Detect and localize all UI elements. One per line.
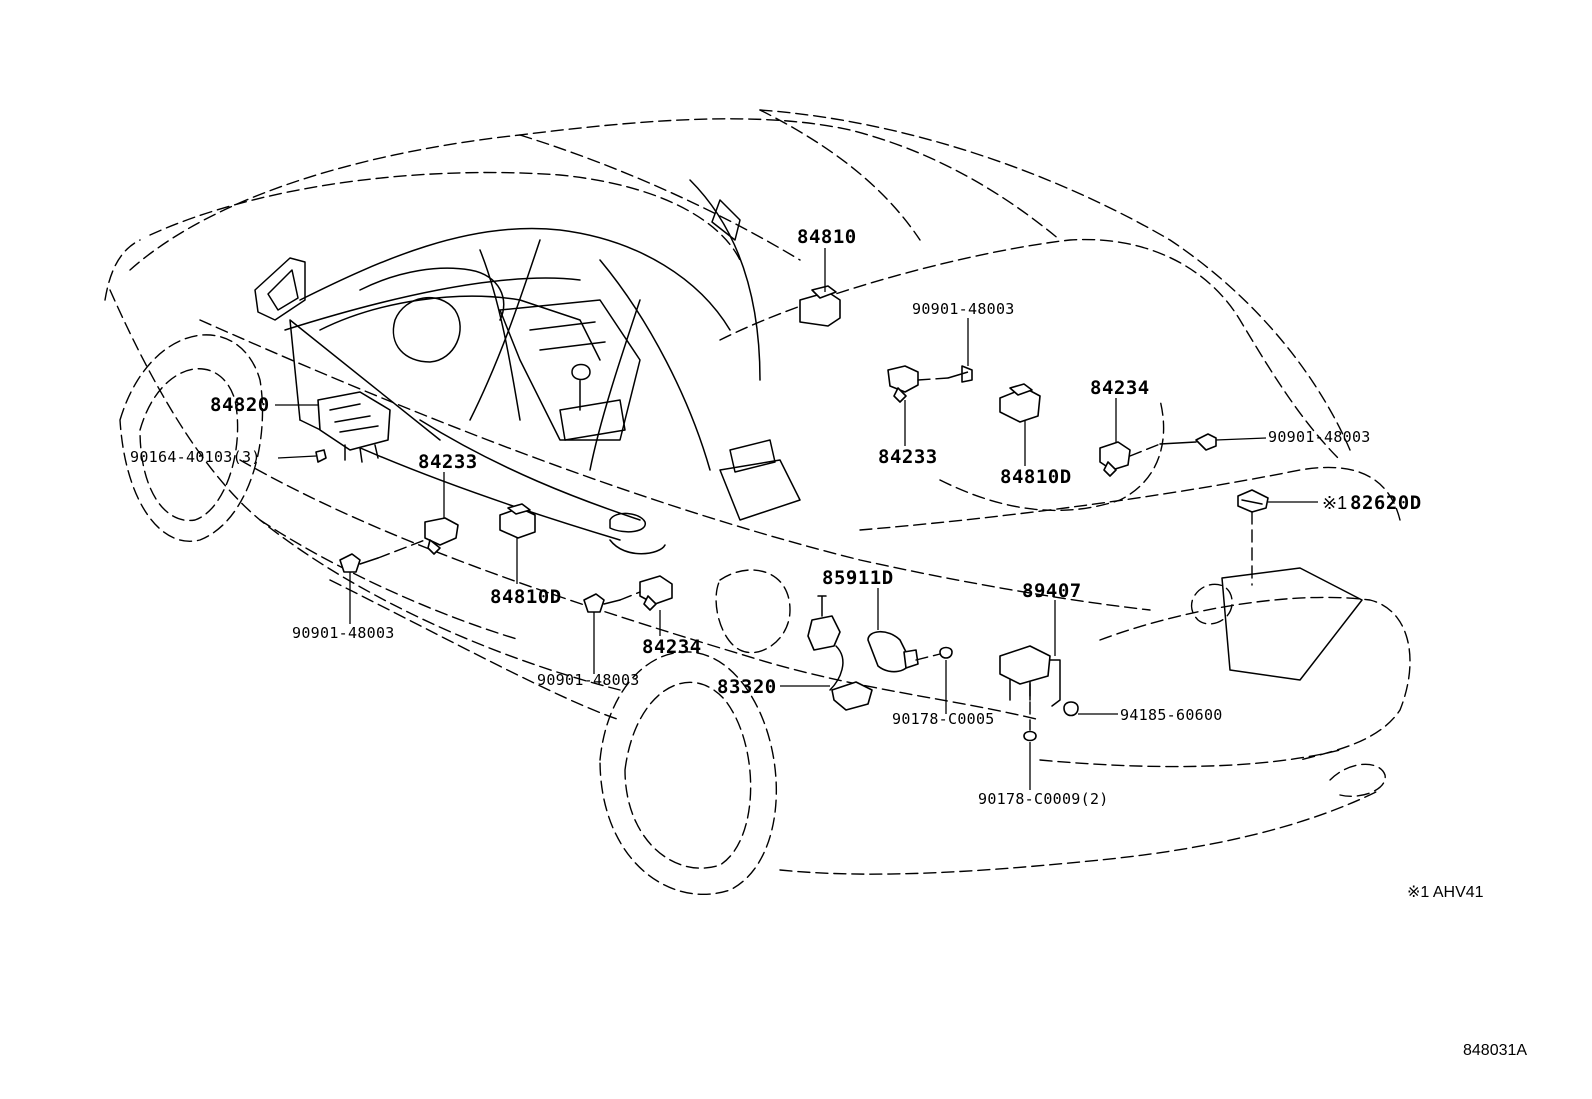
label-84233-left: 84233 <box>418 451 478 473</box>
part-84810-switch <box>799 285 841 327</box>
interior-outline <box>254 179 801 555</box>
bolt-90901-icon-right <box>1159 433 1217 451</box>
label-84810: 84810 <box>797 226 857 248</box>
bolt-90901-icon-bottom <box>583 593 621 613</box>
nut-94185-icon <box>1063 701 1079 717</box>
label-90901-48003-left: 90901-48003 <box>292 624 395 642</box>
label-84810d-right: 84810D <box>1000 466 1072 488</box>
part-84820-master-switch <box>317 391 391 463</box>
note-mark: ※1 <box>1322 493 1348 513</box>
label-84233-right: 84233 <box>878 446 938 468</box>
label-82620d: 82620D <box>1350 492 1422 514</box>
label-90901-48003-top: 90901-48003 <box>912 300 1015 318</box>
label-83320: 83320 <box>717 676 777 698</box>
bolt-90901-icon-top <box>947 365 973 383</box>
label-85911d: 85911D <box>822 567 894 589</box>
part-84233-sensor-left <box>424 517 459 555</box>
label-84234-center: 84234 <box>642 636 702 658</box>
part-84810d-switch-center <box>499 503 536 539</box>
screw-90164-icon <box>315 449 327 463</box>
label-84810d-center: 84810D <box>490 586 562 608</box>
part-84234-sensor-center <box>639 575 673 611</box>
part-85911d-actuator <box>867 630 919 673</box>
part-84810d-switch-right <box>999 383 1041 423</box>
bolt-90901-icon-left <box>339 553 379 573</box>
label-90901-48003-bottom: 90901-48003 <box>537 671 640 689</box>
label-90164-40103: 90164-40103(3) <box>130 448 261 466</box>
part-89407-sensor <box>999 645 1061 707</box>
part-83320-sensor <box>807 595 873 711</box>
part-84234-sensor-right <box>1099 441 1131 477</box>
label-90178-c0005: 90178-C0005 <box>892 710 995 728</box>
label-94185-60600: 94185-60600 <box>1120 706 1223 724</box>
label-89407: 89407 <box>1022 580 1082 602</box>
label-90178-c0009: 90178-C0009(2) <box>978 790 1109 808</box>
label-84234-right: 84234 <box>1090 377 1150 399</box>
leader-lines <box>275 248 1318 790</box>
footnote: ※1 AHV41 <box>1407 884 1484 901</box>
figure-id: 848031A <box>1463 1042 1528 1059</box>
part-82620d-module <box>1237 489 1269 513</box>
part-84233-sensor-right <box>887 365 919 403</box>
assembly-guides <box>377 377 1363 731</box>
label-90901-48003-right: 90901-48003 <box>1268 428 1371 446</box>
bolt-90178-c0009-icon <box>1023 730 1037 742</box>
nut-90178-c0005-icon <box>939 646 953 659</box>
car-body-outline <box>104 109 1411 895</box>
label-84820: 84820 <box>210 394 270 416</box>
